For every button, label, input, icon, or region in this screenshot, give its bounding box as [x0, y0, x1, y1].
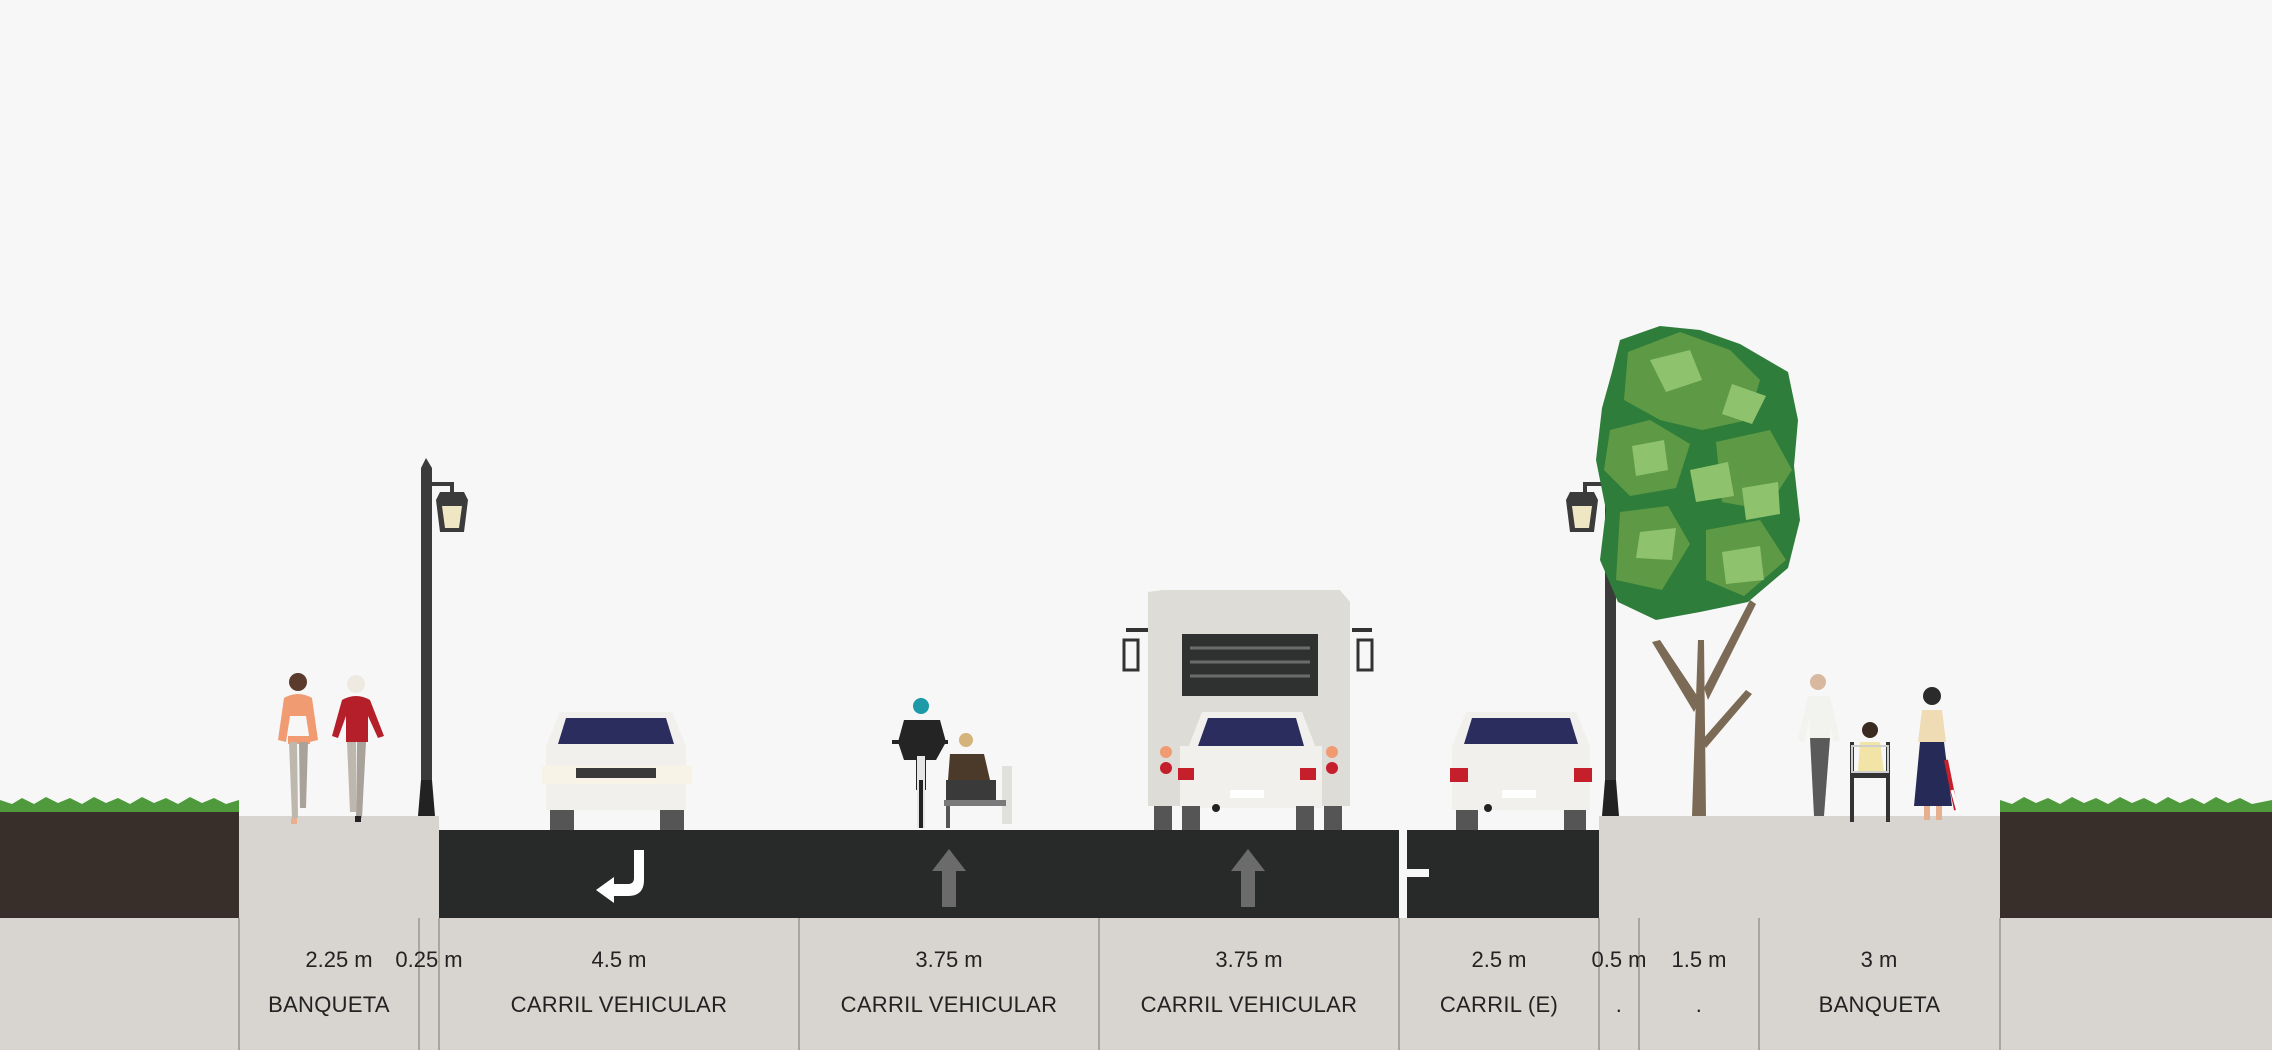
truck-icon — [1122, 590, 1374, 830]
right-sidewalk — [1599, 816, 2000, 918]
straight-arrow-icon — [932, 849, 966, 907]
right-soil — [2000, 797, 2272, 918]
pedestrian-icon — [278, 673, 318, 824]
segment-width: 4.5 m — [591, 947, 647, 972]
segment-name: BANQUETA — [1818, 992, 1941, 1017]
wheelchair-icon — [944, 733, 1012, 828]
segment-name: CARRIL VEHICULAR — [510, 992, 728, 1017]
tree-icon — [1596, 326, 1800, 816]
segment-name: CARRIL (E) — [1439, 992, 1559, 1017]
segment-name: . — [1695, 992, 1703, 1017]
street-lamp-icon — [418, 458, 468, 816]
segment-width: 2.5 m — [1471, 947, 1527, 972]
pedestrian-icon — [1798, 674, 1840, 816]
segment-name: . — [1615, 992, 1623, 1017]
turn-arrow-icon — [596, 850, 644, 903]
segment-width: 0.5 m — [1591, 947, 1647, 972]
segment-width: 1.5 m — [1671, 947, 1727, 972]
car-icon — [1450, 712, 1592, 830]
left-soil — [0, 797, 239, 918]
pedestrian-icon — [1914, 687, 1960, 820]
segment-name: CARRIL VEHICULAR — [840, 992, 1058, 1017]
left-sidewalk — [239, 816, 439, 918]
segment-dividers — [238, 918, 2001, 1050]
segment-width: 0.25 m — [395, 947, 463, 972]
wheelchair-icon — [1850, 722, 1890, 822]
straight-arrow-icon — [1231, 849, 1265, 907]
bicycle-icon — [892, 698, 948, 828]
segment-width: 3.75 m — [915, 947, 983, 972]
segment-width: 2.25 m — [305, 947, 373, 972]
segment-name: CARRIL VEHICULAR — [1140, 992, 1358, 1017]
segment-width: 3 m — [1860, 947, 1898, 972]
street-lamp-icon — [1566, 480, 1619, 816]
segment-width: 3.75 m — [1215, 947, 1283, 972]
segment-name: BANQUETA — [268, 992, 390, 1017]
pedestrian-icon — [332, 675, 384, 822]
car-icon — [542, 712, 692, 830]
